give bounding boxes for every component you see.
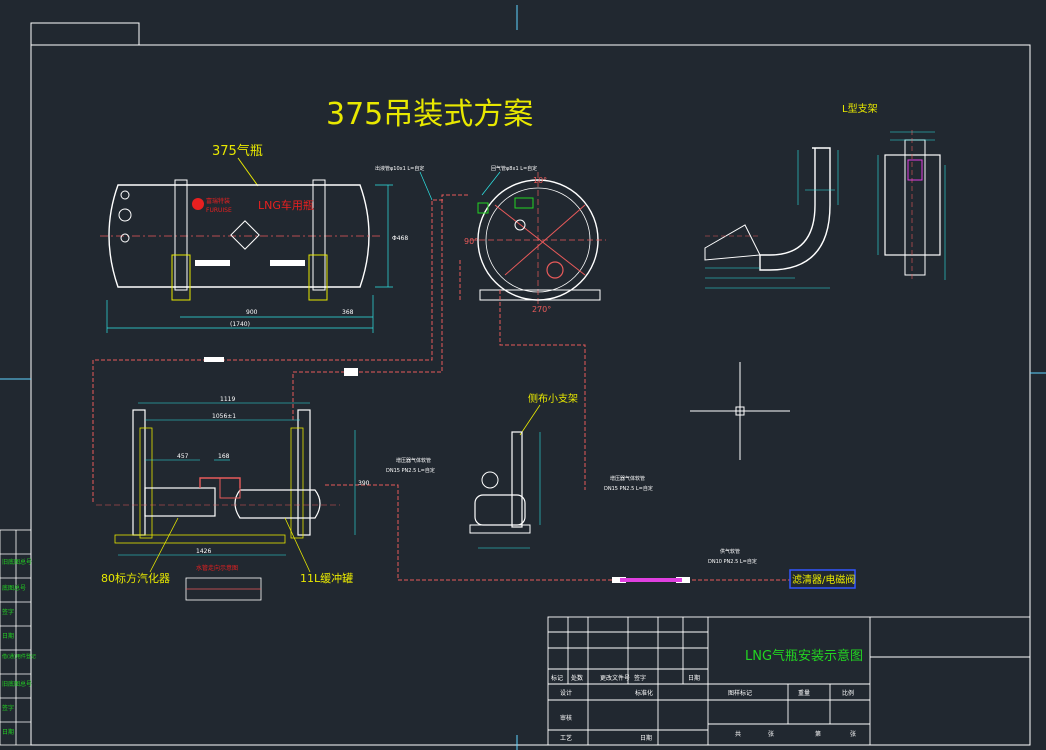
vap-dim-1119: 1119	[220, 396, 235, 403]
tank-logo-1: 富瑞特装	[206, 197, 230, 205]
pipe-note-1: 出液管φ10x1 L=自定	[375, 165, 424, 172]
left-strip-5: 借(通)用件登记	[2, 653, 36, 660]
tank-dim-1740: (1740)	[230, 321, 250, 328]
pipe-fittings	[204, 357, 690, 583]
tank-end-view: 10° 90° 270°	[464, 172, 606, 314]
vap-dim-390: 390	[358, 480, 370, 487]
left-strip: 旧底图总号 底图总号 签字 日期 借(通)用件登记 旧底图总号 签字 日期	[0, 529, 36, 746]
tb-label-date: 日期	[688, 674, 700, 682]
tb-label-change: 更改文件号	[600, 674, 630, 682]
bracket-title: L型支架	[842, 102, 878, 115]
vaporizer-assembly: 1119 1056±1 457 168 1426 390 80标方汽化器 11L…	[96, 396, 370, 601]
tank-lng-text: LNG车用瓶	[258, 198, 314, 212]
hose-note-3b: DN10 PN2.5 L=自定	[708, 558, 757, 565]
hose-note-3a: 供气软管	[720, 548, 740, 555]
left-strip-2: 底图总号	[2, 584, 26, 592]
pipe-routing	[92, 194, 790, 581]
left-strip-8: 日期	[2, 728, 14, 736]
vaporizer-label: 80标方汽化器	[101, 571, 170, 585]
tank-label: 375气瓶	[212, 143, 263, 159]
tb-label-process: 工艺	[560, 734, 572, 742]
title-block: LNG气瓶安装示意图 标记 处数 更改文件号 签字 日期 设计 标准化 审核 工…	[547, 616, 1031, 746]
vap-dim-1056: 1056±1	[212, 413, 236, 420]
supply-hose	[620, 578, 682, 582]
side-bracket: 侧布小支架	[469, 392, 578, 549]
vap-dim-1426: 1426	[196, 548, 211, 555]
tank-dim-900: 900	[246, 309, 258, 316]
left-strip-4: 日期	[2, 632, 14, 640]
tb-label-check: 审核	[560, 714, 572, 722]
tb-scale: 比例	[842, 689, 854, 697]
hose-note-2b: DN15 PN2.5 L=自定	[604, 485, 653, 492]
left-strip-3: 签字	[2, 608, 14, 616]
left-strip-7: 签字	[2, 704, 14, 712]
filter-box	[789, 569, 856, 589]
tb-sheet-no: 第	[815, 730, 821, 738]
drawing-frame	[0, 5, 1046, 750]
lng-tank-375: 375气瓶 富瑞特装 FURUISE LNG车用瓶 900 368 (1740)	[100, 143, 408, 333]
pipe-note-2: 回气管φ8x1 L=自定	[491, 165, 537, 172]
tank-dim-dia: Φ468	[392, 235, 408, 242]
filter-label: 滤清器/电磁阀	[792, 573, 855, 586]
water-pipe-label: 水管走向示意图	[196, 564, 238, 572]
drawing-main-title: 375吊装式方案	[326, 97, 533, 132]
angle-10: 10°	[533, 176, 547, 185]
tb-label-mark: 标记	[551, 674, 563, 682]
tb-label-date2: 日期	[640, 734, 652, 742]
tank-logo-2: FURUISE	[206, 207, 232, 214]
tb-label-std: 标准化	[635, 689, 653, 697]
tb-label-count: 处数	[571, 674, 583, 682]
tb-sheet-unit2: 张	[850, 730, 856, 738]
left-strip-1: 旧底图总号	[2, 558, 32, 566]
left-strip-6: 旧底图总号	[2, 680, 32, 688]
hose-note-1a: 增压器气体软管	[396, 457, 431, 464]
tb-weight: 重量	[798, 689, 810, 697]
hose-note-2a: 增压器气体软管	[610, 475, 645, 482]
drawing-name: LNG气瓶安装示意图	[745, 648, 863, 664]
tb-label-design: 设计	[560, 689, 572, 697]
l-bracket: L型支架	[704, 102, 946, 289]
tb-label-sign: 签字	[634, 674, 646, 682]
hose-note-1b: DN15 PN2.5 L=自定	[386, 467, 435, 474]
tb-sheet-total: 共	[735, 730, 741, 738]
tb-stage: 图样标记	[728, 689, 752, 697]
angle-90: 90°	[464, 237, 478, 246]
angle-270: 270°	[532, 305, 551, 314]
tank-dim-368: 368	[342, 309, 354, 316]
vap-dim-457: 457	[177, 453, 189, 460]
crosshair-cursor	[690, 362, 790, 460]
buffer-label: 11L缓冲罐	[300, 571, 353, 585]
vap-dim-168: 168	[218, 453, 230, 460]
tb-sheet-unit1: 张	[768, 730, 774, 738]
side-bracket-label: 侧布小支架	[528, 392, 578, 405]
